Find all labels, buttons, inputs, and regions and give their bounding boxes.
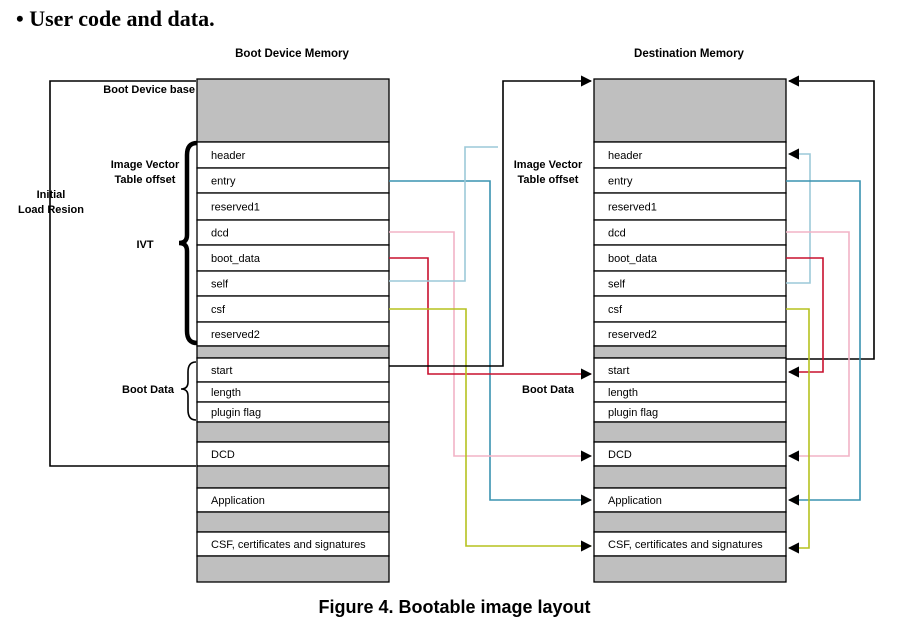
right-start-loop-link bbox=[786, 75, 875, 360]
left-memory-title: Boot Device Memory bbox=[235, 48, 349, 60]
left-memory-row-label: csf bbox=[211, 304, 226, 316]
connector-lines bbox=[389, 75, 875, 554]
right-memory-row bbox=[593, 531, 787, 557]
start-to-destination-link bbox=[389, 75, 593, 367]
dcd-to-dcd-link bbox=[389, 231, 593, 462]
left-memory-row-label: boot_data bbox=[211, 253, 261, 265]
right-memory-row bbox=[593, 357, 787, 383]
right-entry-to-application-link bbox=[786, 180, 861, 506]
left-memory-row bbox=[196, 270, 390, 297]
ivt-brace bbox=[178, 140, 198, 346]
right-memory-row-label: reserved2 bbox=[608, 329, 657, 341]
right-memory-row-label: DCD bbox=[608, 449, 632, 461]
right-reserved-block bbox=[593, 345, 787, 359]
initial-load-region-label-1: Initial bbox=[37, 189, 66, 201]
right-memory-row-label: Application bbox=[608, 495, 662, 507]
section-heading-text: User code and data. bbox=[29, 6, 215, 31]
right-reserved-block bbox=[593, 511, 787, 533]
right-memory-row-label: start bbox=[608, 365, 629, 377]
left-memory-row-label: Application bbox=[211, 495, 265, 507]
boot-device-base-label: Boot Device base bbox=[103, 84, 195, 96]
right-memory-row bbox=[593, 441, 787, 467]
left-reserved-block bbox=[196, 345, 390, 359]
right-memory-row-label: plugin flag bbox=[608, 407, 658, 419]
self-to-header-link bbox=[389, 146, 498, 282]
boot-data-left-label: Boot Data bbox=[122, 384, 175, 396]
initial-load-region-bracket bbox=[49, 80, 196, 467]
left-reserved-block bbox=[196, 465, 390, 489]
left-memory-row bbox=[196, 295, 390, 323]
ivt-offset-right-label-2: Table offset bbox=[518, 174, 579, 186]
right-memory-row bbox=[593, 141, 787, 169]
left-memory-row-label: dcd bbox=[211, 228, 229, 240]
right-reserved-block bbox=[593, 421, 787, 443]
right-memory-row bbox=[593, 192, 787, 221]
ivt-offset-left-label-1: Image Vector bbox=[111, 159, 180, 171]
left-reserved-block bbox=[196, 78, 390, 143]
left-memory-row bbox=[196, 487, 390, 513]
right-memory-row-label: reserved1 bbox=[608, 202, 657, 214]
right-memory-row bbox=[593, 487, 787, 513]
entry-to-application-link bbox=[389, 180, 593, 506]
right-memory-row bbox=[593, 270, 787, 297]
left-memory-row-label: entry bbox=[211, 176, 236, 188]
left-memory-row-label: reserved1 bbox=[211, 202, 260, 214]
left-reserved-block bbox=[196, 421, 390, 443]
left-memory-row bbox=[196, 531, 390, 557]
right-memory-row-label: header bbox=[608, 150, 643, 162]
initial-load-region-label-2: Load Resion bbox=[18, 204, 84, 216]
boot-data-to-start-link bbox=[389, 257, 593, 380]
right-memory-row-label: length bbox=[608, 387, 638, 399]
right-reserved-block bbox=[593, 555, 787, 583]
figure-caption: Figure 4. Bootable image layout bbox=[318, 597, 591, 617]
left-memory-row-label: self bbox=[211, 279, 229, 291]
left-memory-row-label: CSF, certificates and signatures bbox=[211, 539, 366, 551]
left-memory-row-label: length bbox=[211, 387, 241, 399]
left-memory-row-label: header bbox=[211, 150, 246, 162]
ivt-offset-right-label-1: Image Vector bbox=[514, 159, 583, 171]
boot-data-right-label: Boot Data bbox=[522, 384, 575, 396]
right-memory-title: Destination Memory bbox=[634, 48, 745, 60]
right-memory-row-label: boot_data bbox=[608, 253, 658, 265]
left-memory-row-label: DCD bbox=[211, 449, 235, 461]
csf-to-csf-link bbox=[389, 308, 593, 552]
right-memory-row-label: CSF, certificates and signatures bbox=[608, 539, 763, 551]
left-memory-row bbox=[196, 192, 390, 221]
right-boot-data-to-start-link bbox=[786, 257, 824, 378]
right-reserved-block bbox=[593, 78, 787, 143]
section-heading: • User code and data. bbox=[16, 6, 215, 31]
right-memory-row bbox=[593, 295, 787, 323]
right-memory-row bbox=[593, 219, 787, 246]
right-memory-row-label: self bbox=[608, 279, 626, 291]
right-memory-row-label: dcd bbox=[608, 228, 626, 240]
left-memory-row-label: start bbox=[211, 365, 232, 377]
left-memory-row bbox=[196, 219, 390, 246]
left-reserved-block bbox=[196, 555, 390, 583]
left-memory-row bbox=[196, 441, 390, 467]
right-csf-to-csf-link bbox=[786, 308, 810, 554]
boot-data-brace bbox=[180, 361, 197, 421]
right-memory-row-label: entry bbox=[608, 176, 633, 188]
ivt-label: IVT bbox=[136, 239, 153, 251]
left-memory-row bbox=[196, 141, 390, 169]
ivt-offset-left-label-2: Table offset bbox=[115, 174, 176, 186]
left-memory-row-label: reserved2 bbox=[211, 329, 260, 341]
left-reserved-block bbox=[196, 511, 390, 533]
right-dcd-to-dcd-link bbox=[786, 231, 850, 462]
right-self-to-header-link bbox=[786, 148, 811, 284]
right-reserved-block bbox=[593, 465, 787, 489]
right-memory-row-label: csf bbox=[608, 304, 623, 316]
right-memory-row bbox=[593, 321, 787, 347]
left-memory-row-label: plugin flag bbox=[211, 407, 261, 419]
